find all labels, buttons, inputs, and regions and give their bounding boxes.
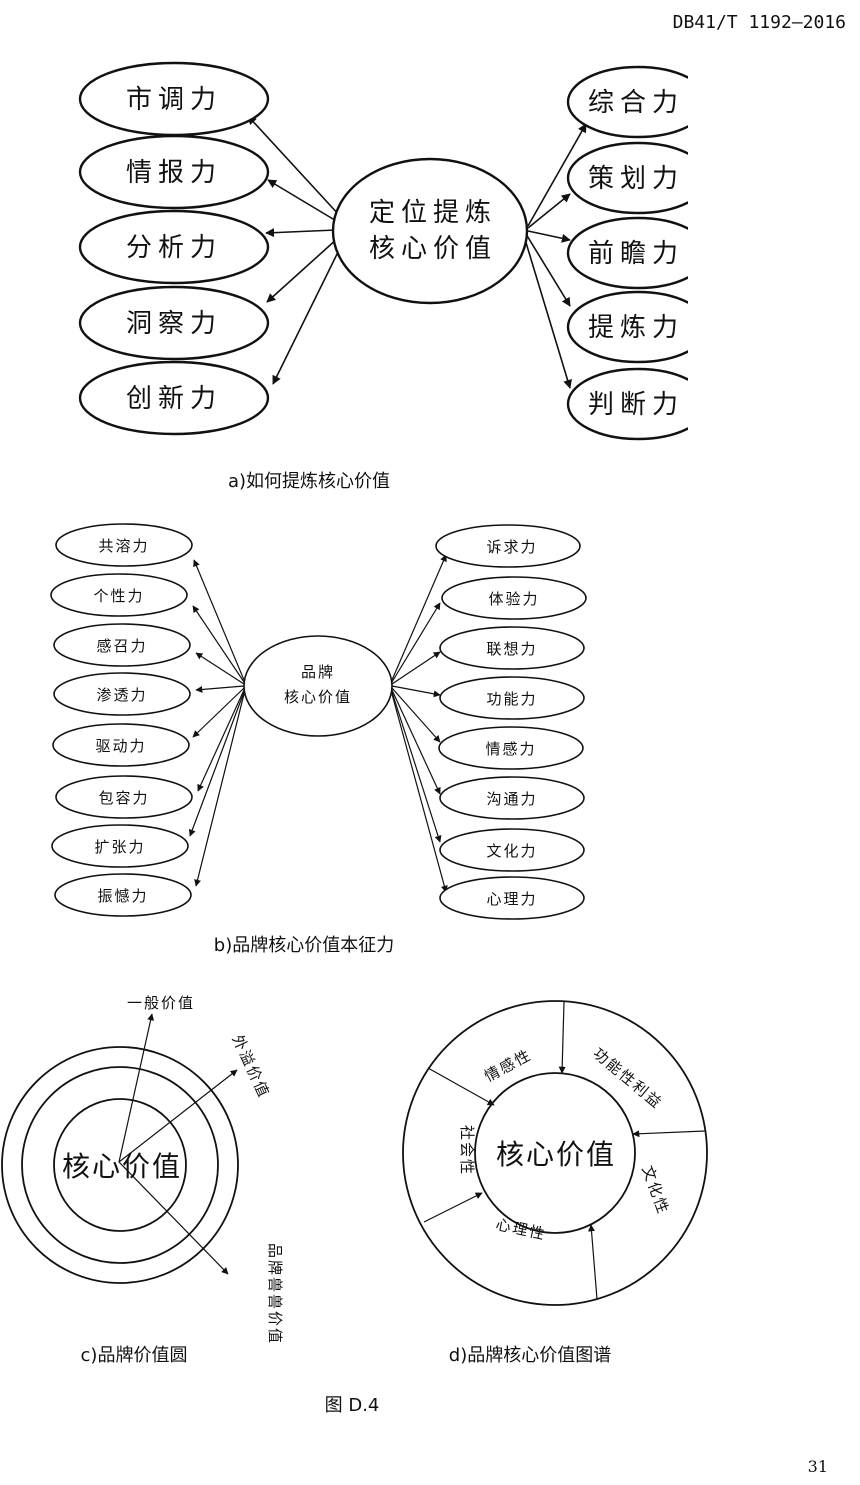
- caption-a: a)如何提炼核心价值: [228, 471, 390, 492]
- segment-functional: 功能性利益: [589, 1044, 666, 1112]
- svg-text:心理力: 心理力: [486, 890, 537, 908]
- svg-text:判断力: 判断力: [588, 390, 684, 420]
- core-value-label-d: 核心价值: [496, 1138, 616, 1171]
- svg-text:功能力: 功能力: [486, 690, 537, 708]
- node-dongcha: 洞察力: [78, 285, 270, 361]
- diagram-a: 市调力 情报力 分析力 洞察力 创新力 定位提炼 核心价值 综合力: [78, 61, 688, 441]
- svg-text:共溶力: 共溶力: [98, 537, 149, 555]
- label-general-value: 一般价值: [127, 994, 195, 1012]
- svg-text:核心价值: 核心价值: [369, 234, 497, 264]
- svg-text:体验力: 体验力: [488, 590, 539, 608]
- label-brand-value: 品牌兽兽价值: [266, 1243, 284, 1345]
- node-tiyan: 体验力: [441, 576, 587, 620]
- node-qudong: 驱动力: [52, 723, 190, 767]
- svg-text:情感力: 情感力: [485, 740, 536, 758]
- outer-ring: [1, 1046, 239, 1284]
- node-shentou: 渗透力: [53, 672, 191, 716]
- svg-text:个性力: 个性力: [93, 587, 144, 605]
- svg-text:沟通力: 沟通力: [486, 790, 537, 808]
- node-kuozhang: 扩张力: [51, 824, 189, 868]
- svg-text:核心价值: 核心价值: [284, 688, 352, 706]
- svg-text:洞察力: 洞察力: [126, 309, 222, 339]
- node-qingbao: 情报力: [78, 134, 270, 210]
- node-qianzhan: 前瞻力: [566, 216, 688, 290]
- node-panduan: 判断力: [566, 367, 688, 441]
- svg-text:提炼力: 提炼力: [588, 313, 684, 343]
- node-chuangxin: 创新力: [78, 360, 270, 436]
- node-goutong: 沟通力: [439, 776, 585, 820]
- svg-text:创新力: 创新力: [126, 384, 222, 414]
- node-gongneng: 功能力: [439, 676, 585, 720]
- node-wenhua: 文化力: [439, 828, 585, 872]
- segment-emotional: 情感性: [481, 1046, 534, 1086]
- node-fenxi: 分析力: [78, 209, 270, 285]
- label-spillover-value: 外溢价值: [228, 1032, 273, 1101]
- svg-text:渗透力: 渗透力: [96, 686, 147, 704]
- segment-cultural: 文化性: [638, 1163, 672, 1217]
- svg-text:前瞻力: 前瞻力: [588, 239, 684, 269]
- svg-text:振憾力: 振憾力: [97, 887, 148, 905]
- node-zonghe: 综合力: [566, 65, 688, 139]
- node-baorong: 包容力: [55, 775, 193, 819]
- figure-label: 图 D.4: [325, 1395, 380, 1416]
- caption-b: b)品牌核心价值本征力: [214, 935, 394, 956]
- inner-ring: [53, 1098, 187, 1232]
- svg-text:扩张力: 扩张力: [94, 838, 145, 856]
- outer-circle: [402, 1000, 708, 1306]
- svg-text:市调力: 市调力: [126, 85, 222, 115]
- core-value-label-c: 核心价值: [62, 1150, 182, 1183]
- page-number: 31: [808, 1457, 828, 1476]
- node-cehua: 策划力: [566, 141, 688, 215]
- node-ganzhao: 感召力: [53, 623, 191, 667]
- segment-social: 社会性: [458, 1125, 476, 1176]
- svg-text:定位提炼: 定位提炼: [369, 198, 497, 228]
- node-gexing: 个性力: [50, 573, 188, 617]
- svg-text:诉求力: 诉求力: [486, 538, 537, 556]
- svg-text:联想力: 联想力: [486, 640, 537, 658]
- node-xinli: 心理力: [439, 876, 585, 920]
- svg-text:包容力: 包容力: [98, 789, 149, 807]
- node-lianxiang: 联想力: [439, 626, 585, 670]
- svg-text:感召力: 感召力: [96, 637, 147, 655]
- segment-psychological: 心理性: [494, 1215, 548, 1243]
- caption-c: c)品牌价值圆: [81, 1345, 188, 1366]
- document-code: DB41/T 1192—2016: [673, 12, 846, 33]
- svg-text:品牌: 品牌: [301, 663, 335, 681]
- node-suqiu: 诉求力: [435, 524, 581, 568]
- svg-text:策划力: 策划力: [588, 164, 684, 194]
- svg-text:分析力: 分析力: [126, 233, 222, 263]
- svg-text:综合力: 综合力: [588, 88, 684, 118]
- node-shidiao: 市调力: [78, 61, 270, 137]
- middle-ring: [21, 1066, 219, 1264]
- caption-d: d)品牌核心价值图谱: [449, 1345, 611, 1366]
- svg-text:文化力: 文化力: [486, 842, 537, 860]
- svg-text:情报力: 情报力: [126, 158, 222, 188]
- node-qinggan: 情感力: [438, 726, 584, 770]
- diagram-b: 共溶力 个性力 感召力 渗透力 驱动力 包容力 扩张力 振憾力: [50, 523, 587, 920]
- node-center-b: 品牌 核心价值: [243, 635, 393, 737]
- node-center-a: 定位提炼 核心价值: [331, 157, 529, 305]
- diagram-d: 核心价值 情感性 功能性利益 文化性 心理性 社会性: [402, 1000, 708, 1306]
- node-zhenhan: 振憾力: [54, 873, 192, 917]
- svg-text:驱动力: 驱动力: [95, 737, 146, 755]
- node-tilian: 提炼力: [566, 290, 688, 364]
- inner-circle: [474, 1072, 636, 1234]
- diagram-c: 核心价值 一般价值 外溢价值 品牌兽兽价值: [1, 994, 284, 1345]
- node-gongrong: 共溶力: [55, 523, 193, 567]
